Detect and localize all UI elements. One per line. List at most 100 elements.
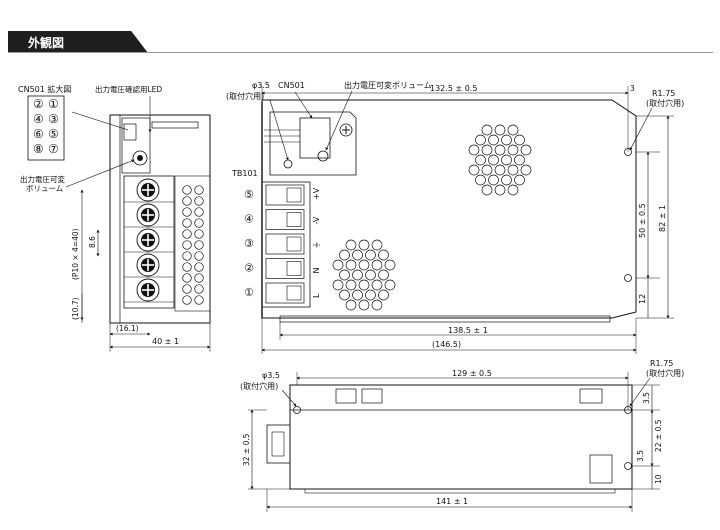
- cn501-pin: ③: [48, 112, 59, 126]
- dim-132-5: 132.5 ± 0.5: [430, 84, 477, 93]
- hole-label-top-right: (取付穴用): [646, 98, 684, 108]
- dim-10: 10: [654, 474, 663, 484]
- vent-hole: [481, 124, 493, 136]
- vent-hole: [182, 218, 192, 228]
- vent-hole: [182, 207, 192, 217]
- r175-label-top: R1.75: [652, 89, 675, 98]
- vent-hole: [507, 124, 519, 136]
- dim-8-6: 8.6: [88, 236, 97, 248]
- screw-outer: [136, 253, 160, 277]
- vent-hole: [365, 289, 376, 301]
- vent-hole: [182, 273, 192, 283]
- dim-10-7: (10.7): [71, 297, 80, 320]
- dim-16-1: (16.1): [116, 324, 139, 333]
- terminal-screws: [124, 178, 174, 303]
- vent-hole: [182, 196, 192, 206]
- vent-hole: [358, 299, 370, 311]
- vent-hole: [182, 251, 192, 261]
- cn501-label: CN501: [278, 81, 305, 90]
- top-vent-holes-upper: [468, 124, 532, 196]
- vent-hole: [475, 134, 486, 146]
- vent-hole: [501, 174, 512, 186]
- section-title: 外観図: [28, 36, 65, 50]
- dim-3-5-b: 3.5: [636, 450, 645, 462]
- terminal-slot: [265, 258, 305, 279]
- vent-hole: [488, 134, 499, 146]
- vent-hole: [371, 259, 383, 271]
- vent-hole: [365, 249, 376, 261]
- left-vent-holes: [182, 185, 204, 305]
- screw-outer: [136, 228, 160, 252]
- vent-hole: [468, 164, 480, 176]
- dim-3-5-a: 3.5: [642, 392, 651, 404]
- vent-hole: [475, 174, 486, 186]
- cn501-enlarged-frame: [27, 95, 65, 161]
- dim-146-5: (146.5): [432, 340, 461, 349]
- vent-hole: [352, 269, 363, 281]
- terminal-slot: [265, 282, 305, 304]
- cn501-pin: ⑤: [48, 127, 59, 141]
- terminal-clamp: [286, 187, 302, 203]
- vent-hole: [507, 164, 519, 176]
- left-side-view: [109, 114, 211, 324]
- vent-hole: [182, 229, 192, 239]
- vent-hole: [345, 299, 357, 311]
- cn501-pin: ⑦: [48, 142, 59, 156]
- terminal-number: ②: [244, 262, 254, 275]
- vent-hole: [501, 154, 512, 166]
- vent-hole: [182, 185, 192, 195]
- vent-hole: [194, 218, 204, 228]
- vent-hole: [494, 164, 506, 176]
- vent-hole: [358, 239, 370, 251]
- vent-hole: [332, 259, 344, 271]
- vent-hole: [339, 249, 350, 261]
- cn501-pin: ⑥: [33, 127, 44, 141]
- cn501-pin: ②: [33, 97, 44, 111]
- terminal-slot: [265, 209, 305, 230]
- dim-50: 50 ± 0.5: [638, 203, 647, 238]
- terminal-sign: L: [312, 293, 321, 298]
- screw-outer: [136, 178, 160, 202]
- vent-hole: [507, 184, 519, 196]
- vent-hole: [345, 239, 357, 251]
- vent-hole: [378, 289, 389, 301]
- terminal-slot: [265, 184, 305, 206]
- hole-label-top-2: (取付穴用): [226, 91, 264, 101]
- vent-hole: [507, 144, 519, 156]
- vent-hole: [365, 269, 376, 281]
- terminal-sign: +V: [312, 187, 321, 200]
- dim-32: 32 ± 0.5: [242, 433, 251, 466]
- vent-hole: [494, 184, 506, 196]
- terminal-number: ⑤: [244, 188, 254, 201]
- vent-hole: [345, 279, 357, 291]
- terminal-sign: N: [312, 268, 321, 274]
- screw-outer: [136, 278, 160, 302]
- dim-pitch: (P10 × 4=40): [71, 228, 80, 280]
- vent-hole: [378, 269, 389, 281]
- vent-hole: [488, 154, 499, 166]
- terminal-clamp: [286, 261, 302, 276]
- vent-hole: [520, 164, 532, 176]
- section-header-bar: [8, 31, 148, 53]
- dim-12: 12: [638, 294, 647, 304]
- vent-hole: [488, 174, 499, 186]
- hole-label-bottom: φ3.5: [262, 371, 280, 380]
- vent-hole: [182, 295, 192, 305]
- cn501-enlarged-label: CN501 拡大図: [18, 84, 71, 94]
- hole-label-bottom-2: (取付穴用): [240, 381, 278, 391]
- vent-hole: [339, 289, 350, 301]
- vent-hole: [468, 144, 480, 156]
- hole-label-top: φ3.5: [252, 81, 270, 90]
- vent-hole: [501, 134, 512, 146]
- vent-hole: [384, 279, 396, 291]
- vent-hole: [345, 259, 357, 271]
- vent-hole: [332, 279, 344, 291]
- vent-hole: [481, 184, 493, 196]
- vent-hole: [494, 124, 506, 136]
- vent-hole: [358, 259, 370, 271]
- vent-hole: [194, 229, 204, 239]
- terminal-sign: ⏚: [312, 241, 321, 249]
- terminal-number: ①: [244, 286, 254, 299]
- vent-hole: [371, 239, 383, 251]
